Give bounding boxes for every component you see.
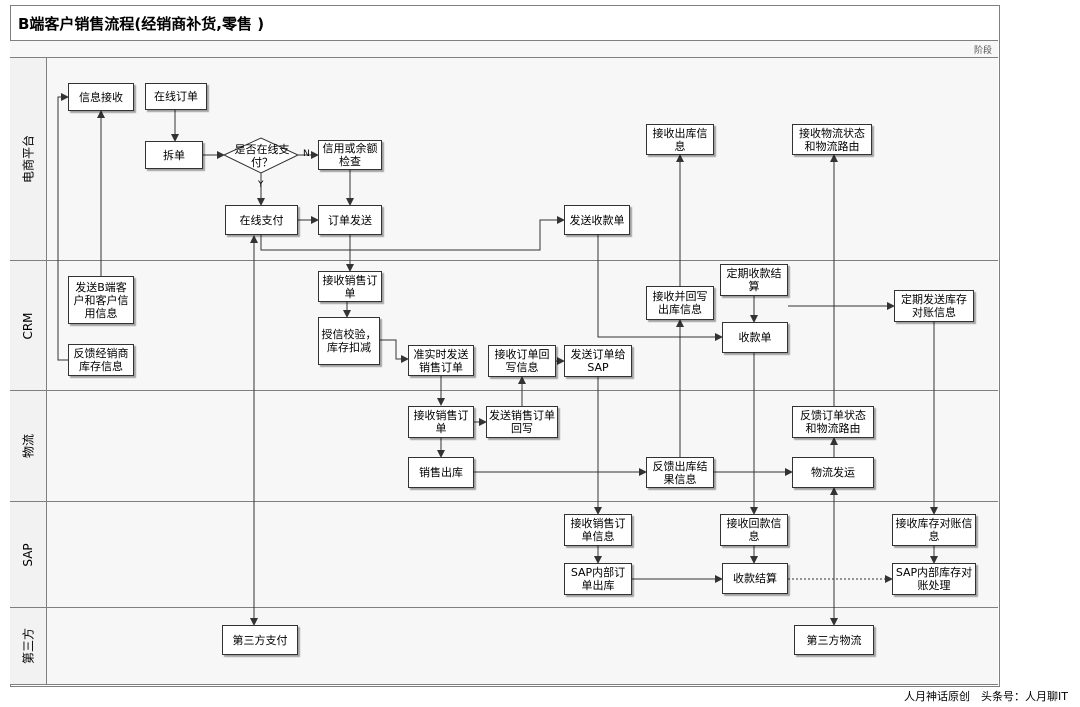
node-realtime-send-order[interactable]: 准实时发送销售订单 bbox=[408, 345, 474, 376]
node-recv-logistics-status[interactable]: 接收物流状态和物流路由 bbox=[792, 124, 872, 155]
node-credit-check[interactable]: 信用或余额检查 bbox=[318, 140, 382, 170]
node-periodic-stock-recon[interactable]: 定期发送库存对账信息 bbox=[894, 290, 974, 322]
edge-label-no: N bbox=[303, 149, 310, 159]
node-logistics-ship[interactable]: 物流发运 bbox=[792, 457, 874, 488]
node-sap-stock-recon[interactable]: SAP内部库存对账处理 bbox=[892, 563, 976, 595]
node-payment-settlement[interactable]: 收款结算 bbox=[722, 563, 788, 594]
node-recv-stock-recon[interactable]: 接收库存对账信息 bbox=[892, 514, 976, 546]
decision-label: 是否在线支付？ bbox=[234, 143, 290, 169]
node-order-send[interactable]: 订单发送 bbox=[318, 205, 382, 235]
lane-label: 第三方 bbox=[21, 627, 36, 665]
lane-header: CRM bbox=[10, 261, 47, 390]
node-receipt[interactable]: 收款单 bbox=[722, 322, 788, 353]
node-split-order[interactable]: 拆单 bbox=[145, 141, 203, 169]
lane-header: 物流 bbox=[10, 391, 47, 501]
node-send-receipt[interactable]: 发送收款单 bbox=[564, 205, 630, 235]
node-feedback-outbound-result[interactable]: 反馈出库结果信息 bbox=[646, 457, 714, 488]
node-recv-outbound-info[interactable]: 接收出库信息 bbox=[646, 124, 714, 155]
title-bar: B端客户销售流程(经销商补货,零售 ) bbox=[10, 5, 998, 41]
lane-label: 电商平台 bbox=[21, 134, 36, 184]
lane-header: 电商平台 bbox=[10, 58, 47, 260]
node-recv-writeback-outbound[interactable]: 接收并回写出库信息 bbox=[646, 286, 714, 320]
lane-header: SAP bbox=[10, 502, 47, 607]
node-feedback-dealer-stock[interactable]: 反馈经销商库存信息 bbox=[68, 344, 134, 376]
phase-label: 阶段 bbox=[973, 46, 992, 56]
node-recv-payment-info[interactable]: 接收回款信息 bbox=[720, 514, 788, 546]
node-recv-sales-order-crm[interactable]: 接收销售订单 bbox=[318, 271, 382, 302]
node-credit-verify[interactable]: 授信校验，库存扣减 bbox=[318, 317, 380, 365]
page-title: B端客户销售流程(经销商补货,零售 ) bbox=[18, 15, 265, 33]
node-recv-order-writeback[interactable]: 接收订单回写信息 bbox=[488, 345, 556, 377]
node-sales-outbound[interactable]: 销售出库 bbox=[408, 457, 474, 488]
lane-header: 第三方 bbox=[10, 608, 47, 684]
node-third-party-pay[interactable]: 第三方支付 bbox=[222, 625, 298, 655]
node-info-receive[interactable]: 信息接收 bbox=[68, 83, 134, 111]
phase-bar: 阶段 bbox=[10, 41, 998, 58]
lane-label: SAP bbox=[21, 542, 35, 567]
lane-label: 物流 bbox=[21, 433, 36, 459]
lane-sap: SAP bbox=[10, 502, 998, 608]
node-periodic-receipt[interactable]: 定期收款结算 bbox=[720, 264, 788, 296]
node-recv-sales-order-sap[interactable]: 接收销售订单信息 bbox=[564, 514, 632, 546]
node-feedback-order-status[interactable]: 反馈订单状态和物流路由 bbox=[792, 406, 874, 438]
node-sap-internal-outbound[interactable]: SAP内部订单出库 bbox=[564, 563, 632, 595]
node-online-order[interactable]: 在线订单 bbox=[145, 83, 207, 110]
edge-label-yes: Y bbox=[258, 180, 264, 190]
node-send-b-customer[interactable]: 发送B端客户和客户信用信息 bbox=[68, 276, 134, 324]
watermark: 人月神话原创 头条号：人月聊IT bbox=[904, 690, 1068, 703]
node-third-party-logistics[interactable]: 第三方物流 bbox=[794, 625, 874, 655]
lane-label: CRM bbox=[21, 311, 35, 340]
node-send-order-sap[interactable]: 发送订单给SAP bbox=[564, 345, 632, 377]
node-recv-sales-order-log[interactable]: 接收销售订单 bbox=[408, 406, 474, 438]
node-online-pay[interactable]: 在线支付 bbox=[225, 205, 298, 235]
node-send-order-writeback[interactable]: 发送销售订单回写 bbox=[486, 406, 558, 438]
